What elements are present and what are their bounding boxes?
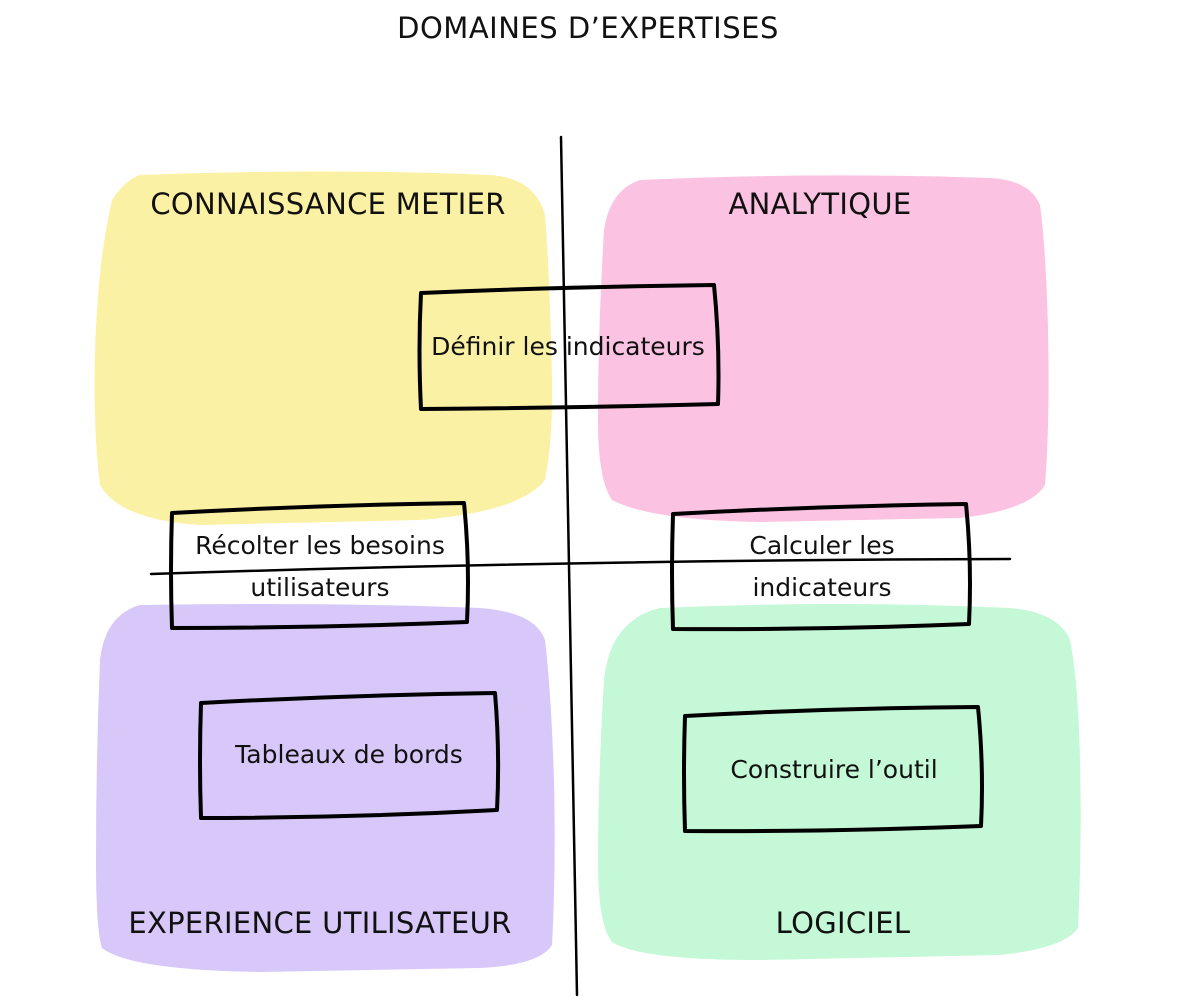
quadrant-label-analytics: ANALYTIQUE bbox=[728, 187, 911, 221]
box-label-collect-needs-line2: utilisateurs bbox=[250, 573, 389, 602]
blob-analytics bbox=[598, 175, 1049, 522]
horizontal-axis bbox=[149, 557, 1012, 576]
box-label-define-indicators: Définir les indicateurs bbox=[431, 332, 705, 361]
blob-ux bbox=[96, 604, 555, 972]
quadrant-label-business: CONNAISSANCE METIER bbox=[150, 187, 505, 221]
box-collect-needs bbox=[169, 501, 470, 630]
blob-software bbox=[598, 604, 1081, 960]
box-label-build-tool: Construire l’outil bbox=[730, 755, 937, 784]
box-dashboards bbox=[198, 691, 501, 820]
box-label-dashboards: Tableaux de bords bbox=[234, 740, 463, 769]
blob-business bbox=[94, 171, 553, 525]
box-build-tool bbox=[682, 705, 984, 834]
box-label-collect-needs-line1: Récolter les besoins bbox=[195, 531, 445, 560]
diagram-title: DOMAINES D’EXPERTISES bbox=[397, 11, 779, 45]
vertical-axis bbox=[559, 135, 579, 997]
box-define-indicators bbox=[417, 283, 721, 411]
box-label-compute-indicators-line2: indicateurs bbox=[752, 573, 891, 602]
quadrant-label-ux: EXPERIENCE UTILISATEUR bbox=[128, 906, 511, 940]
box-compute-indicators bbox=[670, 502, 972, 632]
quadrant-label-software: LOGICIEL bbox=[776, 906, 911, 940]
box-label-compute-indicators-line1: Calculer les bbox=[749, 531, 894, 560]
